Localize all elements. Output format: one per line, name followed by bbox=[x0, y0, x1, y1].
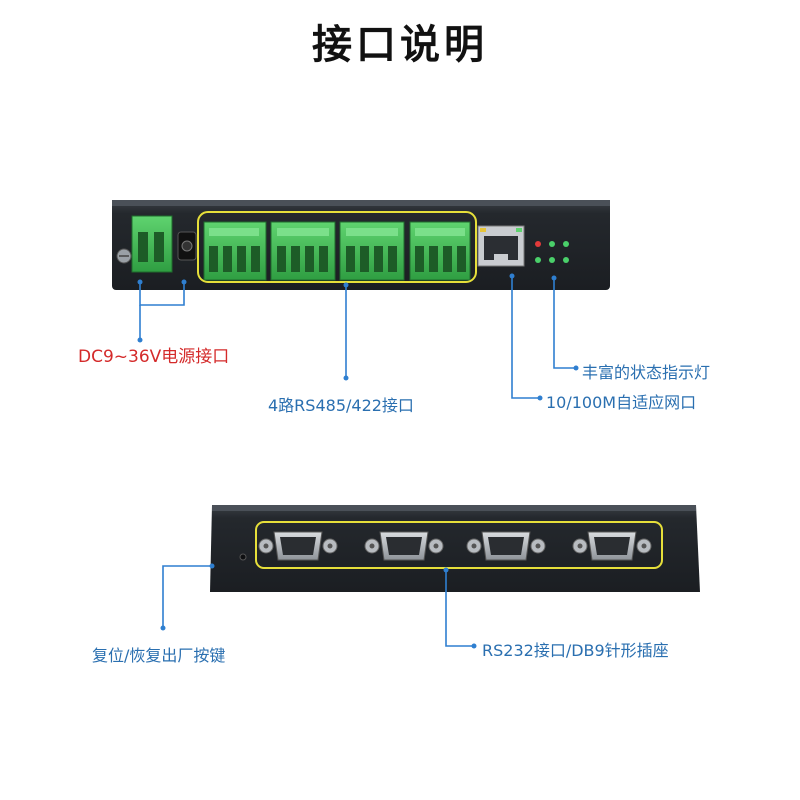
rs232-port-label: RS232接口/DB9针形插座 bbox=[482, 641, 669, 660]
rs485-highlight-frame bbox=[197, 211, 477, 283]
rs485-terminal-blocks bbox=[203, 221, 471, 281]
top-leader-dots bbox=[137, 273, 579, 401]
status-leds bbox=[535, 241, 569, 263]
dc-jack bbox=[177, 231, 197, 261]
rj45-port bbox=[477, 225, 525, 267]
status-leds-label: 丰富的状态指示灯 bbox=[582, 363, 711, 382]
bottom-leader-lines bbox=[162, 565, 474, 647]
db9-connectors bbox=[258, 531, 652, 561]
reset-hole-icon bbox=[239, 553, 247, 561]
ground-screw-icon bbox=[116, 248, 132, 264]
bottom-leader-dots bbox=[160, 563, 477, 649]
rs232-highlight-frame bbox=[255, 521, 663, 569]
top-leader-lines bbox=[139, 276, 576, 399]
power-port-label: DC9~36V电源接口 bbox=[78, 347, 230, 367]
rs485-port-label: 4路RS485/422接口 bbox=[268, 396, 414, 415]
reset-button-label: 复位/恢复出厂按键 bbox=[92, 646, 226, 665]
bottom-device-panel bbox=[210, 505, 700, 592]
ethernet-port-label: 10/100M自适应网口 bbox=[546, 393, 697, 412]
page-title: 接口说明 bbox=[312, 22, 488, 68]
power-terminal bbox=[131, 215, 173, 273]
